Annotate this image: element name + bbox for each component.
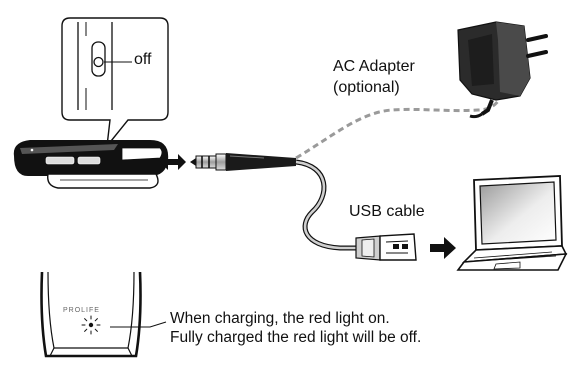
headset-device xyxy=(13,140,169,189)
ac-adapter-optional-label: (optional) xyxy=(333,79,400,96)
ac-adapter-cable-dashed xyxy=(295,97,502,160)
device-back-view xyxy=(40,271,142,358)
arrow-icon xyxy=(430,237,456,259)
ac-adapter-icon xyxy=(457,21,548,119)
switch-callout xyxy=(61,17,169,149)
ac-adapter-label: AC Adapter xyxy=(333,58,415,75)
usb-cable-label: USB cable xyxy=(349,203,425,220)
usb-plug-icon xyxy=(355,233,417,261)
switch-off-label: off xyxy=(134,51,152,68)
brand-label: PROLIFE xyxy=(63,307,100,314)
double-arrow-icon xyxy=(160,154,186,170)
charging-note-line-2: Fully charged the red light will be off. xyxy=(170,329,422,346)
red-light-icon xyxy=(81,315,101,335)
charging-note-line-1: When charging, the red light on. xyxy=(170,310,390,327)
laptop-icon xyxy=(456,175,568,271)
audio-jack-icon xyxy=(190,153,296,171)
note-leader-line xyxy=(110,321,167,328)
